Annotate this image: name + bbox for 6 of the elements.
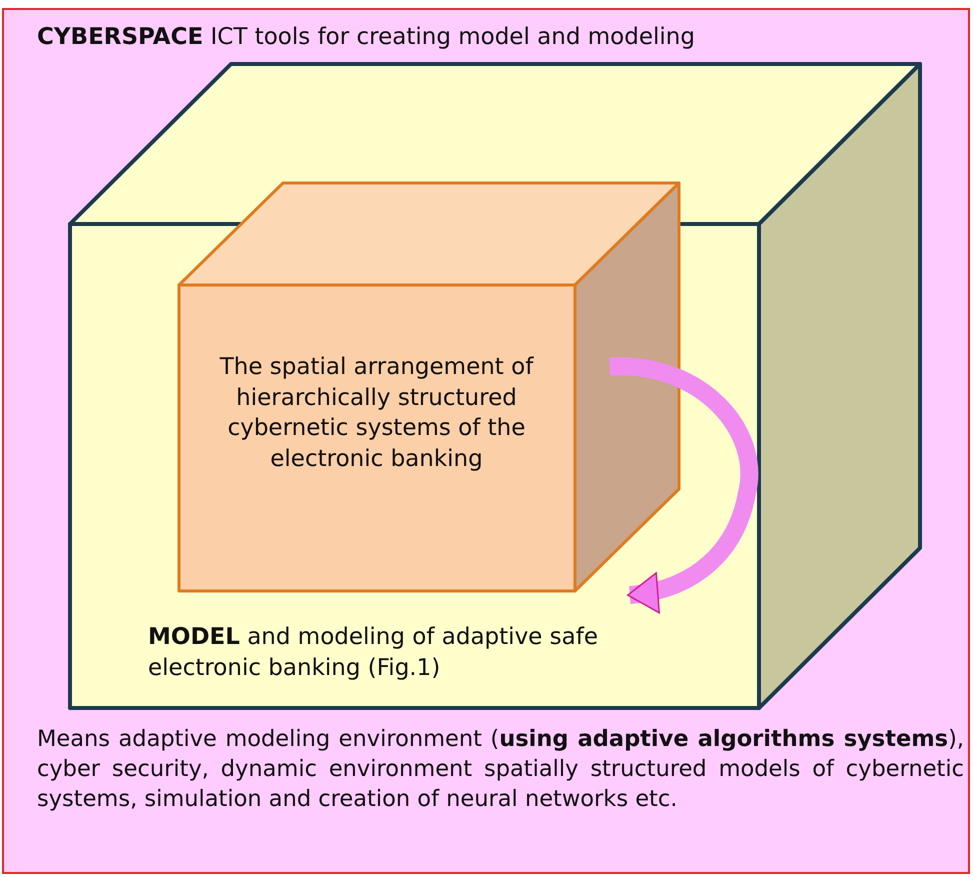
description-paragraph: Means adaptive modeling environment (using adaptive algorithms systems), cyber security, dynamic environment spatially structured models of cybernetic systems, simulation and creation of neural networks etc. — [37, 725, 964, 814]
box-text: The spatial arrangement of hierarchically structured cybernetic systems of the electronic banking — [218, 353, 535, 474]
curved-arrow — [610, 358, 758, 612]
panel-background — [2, 8, 970, 874]
box-caption: MODEL and modeling of adaptive safe electronic banking (Fig.1) — [148, 623, 599, 683]
heading: CYBERSPACE ICT tools for creating model and modeling — [37, 23, 696, 52]
